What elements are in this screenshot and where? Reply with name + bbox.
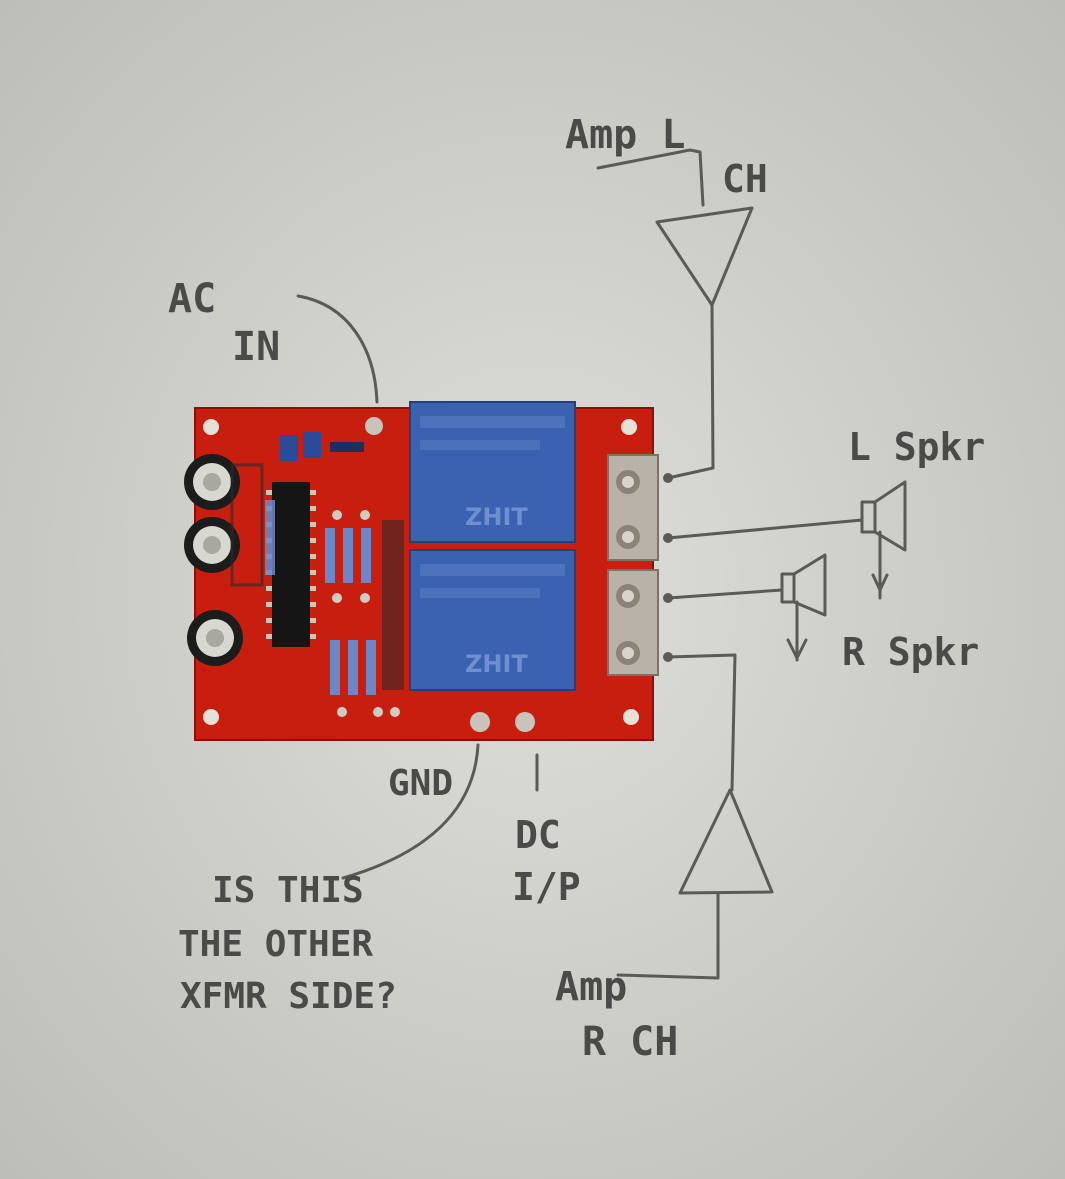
l-speaker-icon xyxy=(860,480,907,552)
diode xyxy=(382,520,404,690)
pcb-mount-hole-tr xyxy=(621,419,637,435)
ac-in-label-line2: IN xyxy=(232,324,280,370)
terminal-block-left-speaker xyxy=(607,454,659,561)
capacitor xyxy=(184,517,240,573)
terminal-block-right-speaker xyxy=(607,569,659,676)
amp-r-label-line2: R CH xyxy=(582,1019,678,1065)
ac-in-pointer xyxy=(296,294,379,404)
question-line3: XFMR SIDE? xyxy=(180,976,397,1017)
amp-l-ch-label: CH xyxy=(722,157,768,201)
pcb-mount-hole-bl xyxy=(203,709,219,725)
relay-2: ZHIT xyxy=(409,549,576,691)
amp-l-input-wire xyxy=(596,148,705,207)
amp-r-wire-end xyxy=(663,652,673,662)
r-speaker-ground-lead xyxy=(786,600,808,662)
l-speaker-wire xyxy=(666,518,864,540)
capacitor-outline xyxy=(230,463,264,587)
relay-1: ZHIT xyxy=(409,401,576,543)
relay-2-marking: ZHIT xyxy=(465,650,528,678)
capacitor xyxy=(187,610,243,666)
l-speaker-wire-end xyxy=(663,533,673,543)
resistor-array xyxy=(265,500,376,695)
pcb-mount-hole-tl xyxy=(203,419,219,435)
diode xyxy=(330,442,364,452)
amp-r-input-wire xyxy=(616,891,720,980)
pcb-mount-hole-br xyxy=(623,709,639,725)
gnd-label: GND xyxy=(388,763,453,804)
amp-r-label-line1: Amp xyxy=(555,964,627,1010)
amp-l-output-wire xyxy=(666,303,715,480)
dc-input-pad xyxy=(515,712,535,732)
l-spkr-label: L Spkr xyxy=(848,425,985,469)
question-line1: IS THIS xyxy=(212,870,364,911)
dc-ip-label-line2: I/P xyxy=(512,865,581,909)
amp-l-wire-end xyxy=(663,473,673,483)
gnd-pointer xyxy=(341,743,480,880)
r-speaker-icon xyxy=(780,553,827,617)
amp-r-output-wire xyxy=(666,653,737,792)
r-speaker-wire xyxy=(666,588,784,600)
r-speaker-wire-end xyxy=(663,593,673,603)
transistor xyxy=(280,435,298,461)
transistor xyxy=(303,432,321,458)
r-spkr-label: R Spkr xyxy=(842,630,979,674)
gnd-pad xyxy=(470,712,490,732)
amp-l-label: Amp L xyxy=(565,112,685,158)
question-line2: THE OTHER xyxy=(178,924,373,965)
solder-pad xyxy=(365,417,383,435)
relay-1-marking: ZHIT xyxy=(465,503,528,531)
amp-r-triangle-symbol xyxy=(678,788,774,895)
ac-in-label-line1: AC xyxy=(168,276,216,322)
l-speaker-ground-lead xyxy=(871,530,889,600)
relay-pcb: ZHIT ZHIT xyxy=(184,401,659,741)
dc-ip-label-line1: DC xyxy=(515,813,561,857)
capacitor xyxy=(184,454,240,510)
ic-chip xyxy=(272,482,310,647)
amp-l-triangle-symbol xyxy=(655,206,754,307)
solder-pads xyxy=(332,510,400,717)
